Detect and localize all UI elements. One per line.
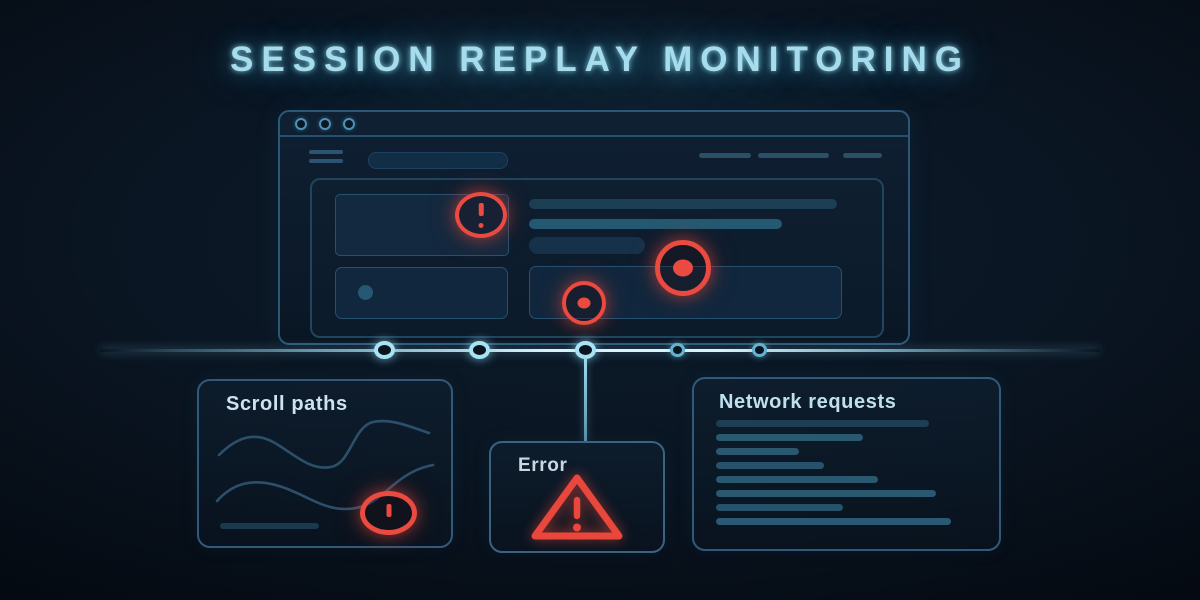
timeline-node[interactable]: [752, 343, 767, 357]
error-badge-icon: [455, 192, 507, 238]
scroll-alert-icon: [360, 491, 417, 535]
network-bar: [716, 462, 824, 469]
card-error: Error: [489, 441, 665, 553]
scroll-waves-chart: [215, 419, 435, 511]
page-title: SESSION REPLAY MONITORING: [229, 40, 971, 79]
browser-titlebar: [280, 112, 908, 137]
network-bar: [716, 476, 878, 483]
network-bar: [716, 420, 929, 427]
timeline-line: [100, 349, 1100, 352]
card-scroll-paths: Scroll paths: [197, 379, 453, 548]
content-tile-bottom-left: [335, 267, 508, 319]
card-title: Error: [518, 455, 568, 476]
network-bar: [716, 490, 936, 497]
network-bar: [716, 448, 799, 455]
network-bar: [716, 434, 863, 441]
timeline-node[interactable]: [670, 343, 685, 357]
presence-dot: [358, 285, 373, 300]
window-control-dot[interactable]: [343, 117, 355, 130]
network-bar-list: [716, 420, 976, 532]
skeleton-pill: [529, 237, 645, 254]
nav-link-bar[interactable]: [699, 153, 751, 158]
search-bar[interactable]: [368, 152, 508, 169]
window-control-dot[interactable]: [319, 117, 331, 130]
card-network-requests: Network requests: [692, 377, 1001, 551]
baseline-bar: [220, 523, 319, 529]
nav-link-bar[interactable]: [843, 153, 882, 158]
network-bar: [716, 504, 843, 511]
click-indicator-large-icon: [655, 240, 711, 296]
timeline-node[interactable]: [374, 341, 395, 359]
warning-triangle-icon: [531, 474, 623, 540]
network-bar: [716, 518, 951, 525]
timeline-node[interactable]: [469, 341, 490, 359]
nav-link-bar[interactable]: [758, 153, 829, 158]
timeline-connector: [584, 357, 587, 442]
skeleton-text-line: [529, 219, 782, 229]
window-control-dot[interactable]: [295, 117, 307, 130]
hamburger-icon[interactable]: [309, 150, 343, 168]
card-title: Network requests: [719, 391, 897, 413]
click-indicator-small-icon: [562, 281, 606, 325]
skeleton-text-line: [529, 199, 837, 209]
card-title: Scroll paths: [226, 393, 348, 415]
